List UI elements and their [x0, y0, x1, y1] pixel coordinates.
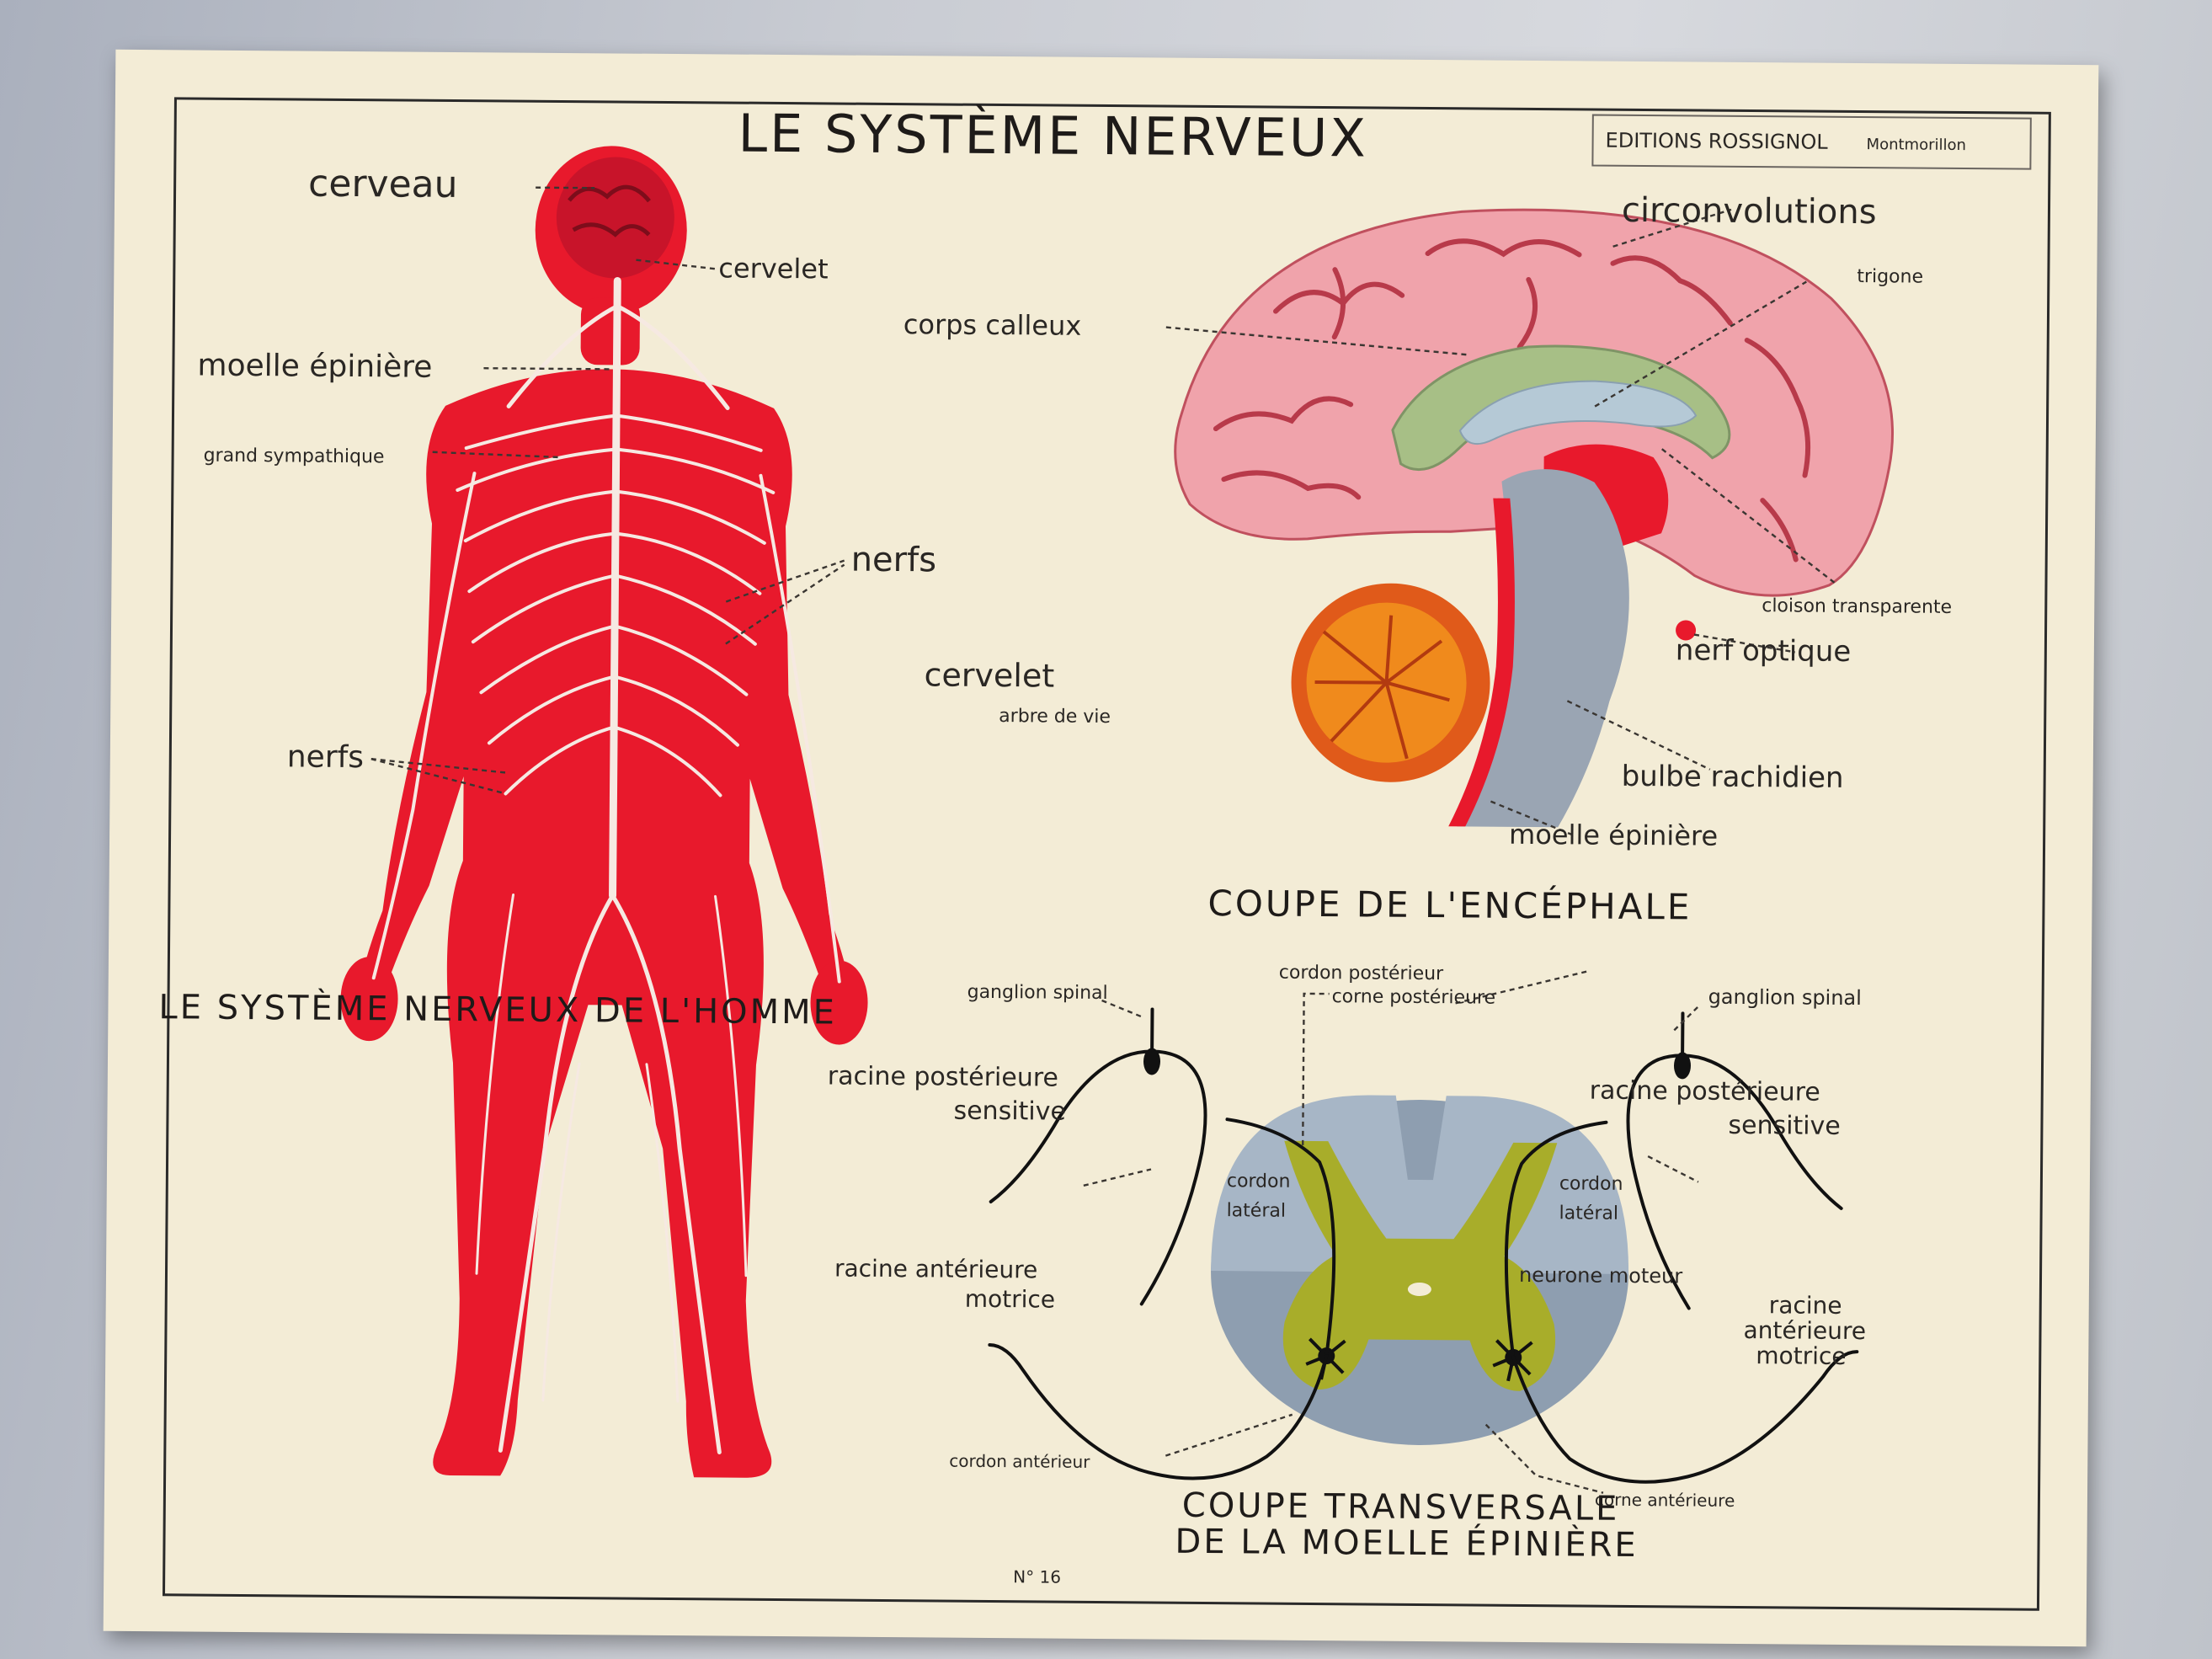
label-grand-sympathique: grand sympathique	[204, 445, 385, 468]
brain-in-head	[556, 157, 674, 279]
poster-title: LE SYSTÈME NERVEUX	[738, 103, 1368, 169]
leader-cordon-posterieur	[1455, 969, 1591, 1005]
label-racine-post-right-1: racine postérieure	[1590, 1076, 1820, 1107]
leader-bulbe	[1566, 700, 1711, 771]
leader-nerfs-right	[725, 559, 845, 645]
label-nerfs-right: nerfs	[850, 541, 936, 580]
leader-racine-post-right	[1647, 1155, 1699, 1183]
label-cordon-lateral-right-1: cordon	[1559, 1173, 1623, 1195]
label-neurone-moteur: neurone moteur	[1519, 1263, 1682, 1288]
label-racine-post-left-2: sensitive	[953, 1096, 1066, 1127]
label-corps-calleux: corps calleux	[903, 308, 1082, 342]
label-cordon-lateral-left-2: latéral	[1227, 1200, 1287, 1222]
leader-nerfs-left	[370, 757, 506, 795]
leader-trigone	[1594, 280, 1807, 408]
label-racine-ant-left-1: racine antérieure	[834, 1255, 1037, 1284]
leader-corps-calleux	[1165, 326, 1469, 356]
label-moelle-brain: moelle épinière	[1509, 819, 1718, 852]
leader-racine-post-left	[1083, 1168, 1152, 1187]
leader-nerf-optique	[1693, 633, 1796, 653]
leader-moelle-brain	[1490, 800, 1575, 837]
section-title-spine-1: COUPE TRANSVERSALE	[1182, 1486, 1620, 1528]
publisher-box	[1591, 114, 2032, 170]
label-cerveau: cerveau	[308, 163, 458, 206]
poster-number: N° 16	[1013, 1566, 1061, 1587]
label-racine-post-right-2: sensitive	[1728, 1111, 1841, 1141]
publisher-name: EDITIONS ROSSIGNOL	[1606, 129, 1829, 154]
leader-cerveau	[536, 186, 595, 189]
leader-cloison	[1661, 448, 1839, 586]
nerve-network	[371, 276, 841, 1454]
publisher-city: Montmorillon	[1867, 136, 1967, 154]
label-racine-ant-right-3: motrice	[1756, 1342, 1847, 1370]
leader-circonvolutions	[1612, 208, 1732, 248]
label-racine-post-left-1: racine postérieure	[828, 1061, 1058, 1092]
poster-illustration: LE SYSTÈME NERVEUX EDITIONS ROSSIGNOL Mo…	[158, 103, 2032, 1587]
label-arbre-de-vie: arbre de vie	[999, 706, 1111, 728]
label-trigone: trigone	[1857, 266, 1923, 288]
label-corne-posterieure: corne postérieure	[1332, 986, 1496, 1009]
leader-moelle-body	[483, 367, 610, 371]
leader-cordon-anterieur	[1165, 1413, 1293, 1457]
label-cervelet-body: cervelet	[718, 252, 828, 285]
label-moelle-body: moelle épinière	[197, 349, 432, 385]
label-corne-anterieure: corne antérieure	[1595, 1490, 1735, 1511]
label-ganglion-right: ganglion spinal	[1708, 985, 1862, 1010]
label-cervelet-brain: cervelet	[924, 656, 1054, 694]
leader-sympathique	[432, 451, 559, 459]
label-cordon-lateral-left-1: cordon	[1227, 1171, 1291, 1192]
brain-section	[1174, 208, 1895, 828]
label-circonvolutions: circonvolutions	[1622, 191, 1877, 232]
leader-corne-posterieure	[1302, 992, 1330, 1145]
leader-ganglion-left	[1101, 999, 1144, 1019]
label-nerfs-left: nerfs	[287, 739, 365, 775]
anatomy-poster: LE SYSTÈME NERVEUX EDITIONS ROSSIGNOL Mo…	[103, 49, 2099, 1647]
label-cordon-anterieur: cordon antérieur	[949, 1451, 1090, 1472]
section-title-body: LE SYSTÈME NERVEUX DE L'HOMME	[158, 986, 837, 1032]
label-cloison-transparente: cloison transparente	[1762, 595, 1952, 618]
label-racine-ant-right-1: racine	[1769, 1291, 1842, 1320]
label-ganglion-left: ganglion spinal	[967, 982, 1108, 1004]
label-racine-ant-right-2: antérieure	[1743, 1316, 1866, 1345]
spinal-cord-section	[988, 1007, 1859, 1484]
label-cordon-posterieur: cordon postérieur	[1279, 963, 1444, 985]
label-nerf-optique: nerf optique	[1676, 633, 1852, 669]
section-title-spine-2: DE LA MOELLE ÉPINIÈRE	[1175, 1521, 1639, 1565]
label-bulbe-rachidien: bulbe rachidien	[1622, 760, 1844, 795]
human-body	[340, 146, 868, 1478]
section-title-brain: COUPE DE L'ENCÉPHALE	[1207, 882, 1692, 928]
leader-corne-anterieure	[1484, 1423, 1604, 1494]
leader-ganglion-right	[1673, 1004, 1701, 1032]
label-cordon-lateral-right-2: latéral	[1559, 1203, 1619, 1224]
label-racine-ant-left-2: motrice	[965, 1285, 1056, 1314]
leader-cervelet-body	[636, 259, 717, 270]
